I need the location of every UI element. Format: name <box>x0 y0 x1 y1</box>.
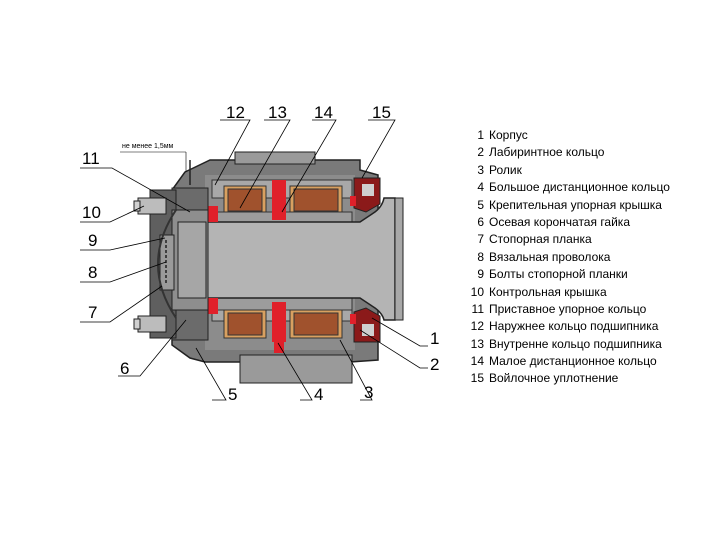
parts-legend: 1 Корпус 2 Лабиринтное кольцо 3 Ролик 4 Боль… <box>462 127 670 388</box>
legend-num: 9 <box>477 267 484 282</box>
leader-lines <box>80 119 428 401</box>
legend-item: 7 Стопорная планка <box>462 231 670 248</box>
legend-text: Войлочное уплотнение <box>489 371 619 386</box>
legend-item: 3 Ролик <box>462 162 670 179</box>
legend-item: 1 Корпус <box>462 127 670 144</box>
legend-text: Крепительная упорная крышка <box>489 197 662 212</box>
legend-text: Болты стопорной планки <box>489 267 628 282</box>
legend-text: Приставное упорное кольцо <box>489 301 647 316</box>
callout-10: 10 <box>82 203 101 222</box>
callout-6: 6 <box>120 359 129 378</box>
legend-num: 15 <box>470 371 484 386</box>
legend-num: 4 <box>477 180 484 195</box>
legend-text: Стопорная планка <box>489 232 592 247</box>
legend-text: Осевая корончатая гайка <box>489 214 630 229</box>
legend-item: 12 Наружнее кольцо подшипника <box>462 318 670 335</box>
legend-num: 2 <box>477 145 484 160</box>
legend-num: 3 <box>477 162 484 177</box>
legend-item: 10 Контрольная крышка <box>462 284 670 301</box>
legend-num: 11 <box>471 301 484 316</box>
callout-15: 15 <box>372 103 391 122</box>
callout-numbers: 11 10 9 8 7 6 12 13 14 15 1 2 3 4 5 <box>82 103 439 404</box>
legend-num: 6 <box>477 214 484 229</box>
clearance-dimension: не менее 1,5мм <box>120 143 187 172</box>
legend-item: 9 Болты стопорной планки <box>462 266 670 283</box>
legend-text: Наружнее кольцо подшипника <box>489 319 659 334</box>
legend-num: 14 <box>470 354 484 369</box>
callout-11: 11 <box>82 149 100 168</box>
legend-item: 15 Войлочное уплотнение <box>462 370 670 387</box>
callout-8: 8 <box>88 263 97 282</box>
legend-text: Большое дистанционное кольцо <box>489 180 670 195</box>
legend-num: 10 <box>470 284 484 299</box>
clearance-note: не менее 1,5мм <box>122 143 174 150</box>
axle-nut <box>171 209 209 311</box>
legend-item: 14 Малое дистанционное кольцо <box>462 353 670 370</box>
legend-item: 4 Большое дистанционное кольцо <box>462 179 670 196</box>
legend-num: 5 <box>477 197 484 212</box>
locking-plate <box>159 234 175 291</box>
legend-num: 1 <box>477 128 484 142</box>
callout-12: 12 <box>226 103 245 122</box>
legend-item: 13 Внутренне кольцо подшипника <box>462 336 670 353</box>
cover-bolts <box>133 197 167 333</box>
check-cover <box>157 209 177 319</box>
callout-5: 5 <box>228 385 237 404</box>
legend-num: 8 <box>477 249 484 264</box>
legend-item: 11 Приставное упорное кольцо <box>462 301 670 318</box>
legend-num: 7 <box>477 232 484 247</box>
callout-7: 7 <box>88 303 97 322</box>
callout-1: 1 <box>430 329 439 348</box>
legend-text: Корпус <box>489 128 528 142</box>
callout-4: 4 <box>314 385 323 404</box>
callout-2: 2 <box>430 355 439 374</box>
legend-item: 2 Лабиринтное кольцо <box>462 144 670 161</box>
spacer-rings <box>272 180 286 353</box>
legend-text: Ролик <box>489 162 522 177</box>
legend-text: Малое дистанционное кольцо <box>489 354 657 369</box>
callout-3: 3 <box>364 383 373 402</box>
callout-9: 9 <box>88 231 97 250</box>
labyrinth-seal <box>350 177 381 343</box>
legend-text: Внутренне кольцо подшипника <box>489 336 662 351</box>
axle-shaft <box>394 197 404 321</box>
legend-text: Вязальная проволока <box>489 249 611 264</box>
legend-text: Контрольная крышка <box>489 284 607 299</box>
legend-item: 8 Вязальная проволока <box>462 249 670 266</box>
legend-item: 6 Осевая корончатая гайка <box>462 214 670 231</box>
legend-num: 12 <box>470 319 484 334</box>
legend-text: Лабиринтное кольцо <box>489 145 605 160</box>
legend-num: 13 <box>470 336 484 351</box>
callout-14: 14 <box>314 103 333 122</box>
callout-13: 13 <box>268 103 287 122</box>
legend-item: 5 Крепительная упорная крышка <box>462 197 670 214</box>
